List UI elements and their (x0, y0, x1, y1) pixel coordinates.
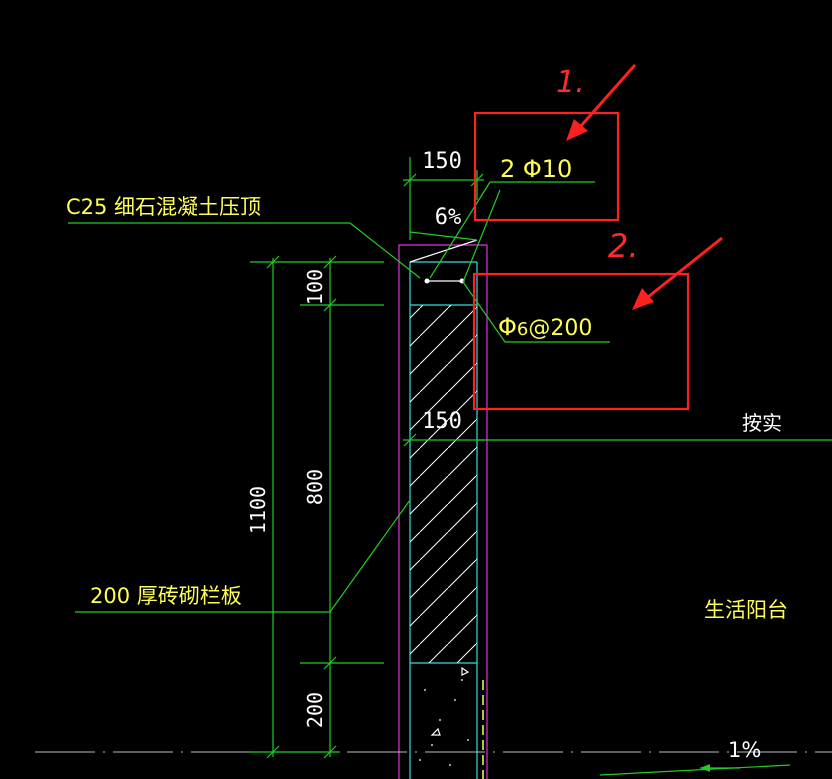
dim-width-top: 150 (422, 149, 462, 174)
brick-hatch (410, 305, 477, 663)
markup-annotation-1: 1. (473, 64, 637, 222)
slope-top-label: 6% (435, 205, 462, 230)
concrete-base-speckle (419, 666, 470, 766)
dim-800: 800 (303, 469, 327, 505)
leader-lines (68, 181, 610, 613)
rebar-dist-symbol: Φ (498, 313, 517, 341)
dim-1100: 1100 (246, 486, 270, 534)
markup-annotation-2: 2. (472, 227, 723, 411)
dim-200: 200 (303, 692, 327, 728)
markup-number-1: 1. (556, 65, 585, 100)
dim-width-mid: 150 (422, 409, 462, 434)
rebar-main-label: 2 Φ10 (500, 155, 572, 183)
slope-floor-label: 1% (728, 738, 761, 762)
aside-label: 按实 (742, 411, 782, 435)
coping-label: C25 细石混凝土压顶 (66, 195, 261, 219)
balcony-label: 生活阳台 (704, 598, 788, 622)
markup-number-2: 2. (608, 227, 639, 265)
rebar-dot-left (424, 278, 430, 284)
rebar-dist-spacing: @200 (528, 316, 592, 341)
arrow-icon (632, 288, 654, 310)
markup-box-2 (472, 272, 690, 411)
vertical-dimensions (250, 255, 384, 759)
rebar-dist-label: Φ6@200 (498, 313, 592, 341)
markup-box-1 (473, 111, 620, 222)
parapet-label: 200 厚砖砌栏板 (90, 584, 242, 608)
rebar-dist-size: 6 (517, 319, 528, 340)
wall-outline-magenta (398, 244, 488, 779)
dim-100: 100 (303, 269, 327, 305)
arrow-icon (566, 119, 588, 141)
floor-slope-line (599, 764, 791, 776)
top-width-dimension (403, 157, 484, 241)
